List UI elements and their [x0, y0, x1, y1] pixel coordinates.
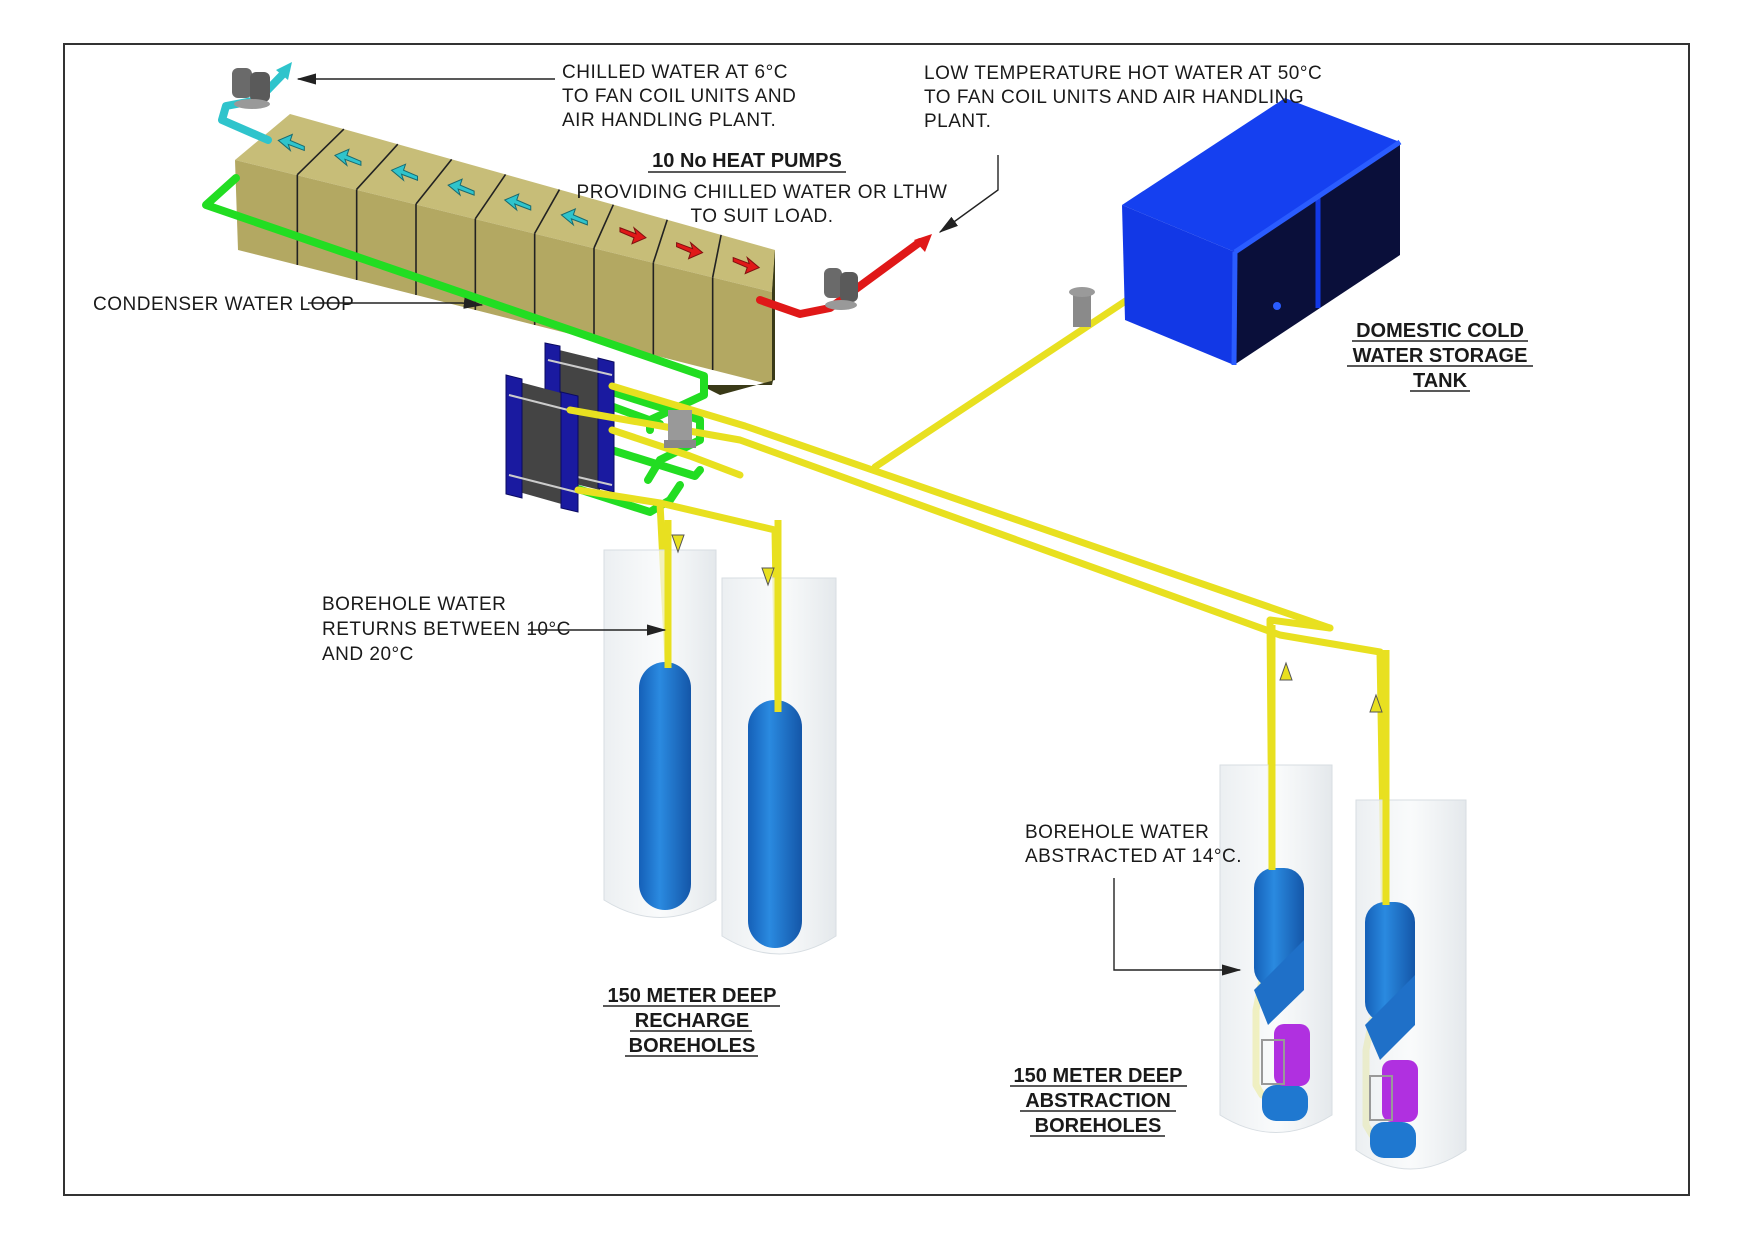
heat-pump-top	[235, 114, 775, 292]
drawing-frame	[63, 43, 1690, 1196]
chilled-water-note-line: TO FAN COIL UNITS AND	[562, 86, 796, 107]
recharge-drop-pipes	[664, 520, 782, 712]
chilled-flow-arrow-icon	[447, 178, 475, 197]
heat-pumps-title: 10 No HEAT PUMPS	[652, 150, 842, 172]
heat-pump-divider	[533, 189, 561, 234]
chilled-water-arrow-icon	[276, 62, 292, 80]
tank-title-line: TANK	[1413, 370, 1468, 392]
abstraction-title-line: ABSTRACTION	[1025, 1090, 1171, 1112]
condenser-water-loop-label: CONDENSER WATER LOOP	[93, 294, 354, 315]
flow-up-arrow-icon	[1279, 661, 1293, 681]
chilled-flow-arrow-icon	[333, 148, 362, 167]
abstraction-note-line: ABSTRACTED AT 14°C.	[1025, 846, 1242, 867]
hot-flow-arrow-icon	[619, 226, 647, 245]
abstraction-note: BOREHOLE WATER ABSTRACTED AT 14°C.	[1025, 822, 1242, 867]
chilled-water-note-line: CHILLED WATER AT 6°C	[562, 62, 788, 83]
recharge-title-line: 150 METER DEEP	[608, 985, 777, 1007]
recharge-note-line: BOREHOLE WATER	[322, 594, 506, 615]
lthw-pump	[824, 268, 858, 310]
hot-flow-arrow-icon	[732, 256, 761, 275]
recharge-note: BOREHOLE WATER RETURNS BETWEEN 10°C AND …	[322, 594, 571, 665]
abstraction-borehole-2	[1355, 799, 1467, 1170]
recharge-title-line: RECHARGE	[635, 1010, 749, 1032]
flow-down-arrow-icon	[761, 567, 775, 587]
recharge-title-line: BOREHOLES	[629, 1035, 756, 1057]
heat-pump-divider	[652, 219, 668, 263]
heat-pump-divider	[356, 143, 399, 190]
plate-heat-exchanger-2	[505, 374, 579, 513]
chilled-water-pump	[232, 68, 270, 109]
heat-pumps-desc-line: TO SUIT LOAD.	[690, 206, 833, 227]
lthw-arrow-icon	[914, 234, 932, 252]
heat-pump-divider	[711, 234, 722, 278]
gate-valve	[1069, 287, 1095, 327]
circulating-pump	[664, 410, 696, 448]
recharge-note-line: RETURNS BETWEEN 10°C	[322, 619, 571, 640]
chilled-flow-arrow-icon	[390, 163, 419, 182]
chilled-flow-arrow-icon	[277, 133, 305, 152]
tank-title-line: DOMESTIC COLD	[1356, 320, 1524, 342]
tank-label: DOMESTIC COLD WATER STORAGE TANK	[1347, 320, 1533, 392]
heat-pump-divider	[474, 173, 507, 220]
lthw-leader	[938, 155, 999, 233]
flow-up-arrow-icon	[1369, 693, 1383, 713]
heat-pumps-label: 10 No HEAT PUMPS PROVIDING CHILLED WATER…	[577, 150, 948, 227]
heat-pump-divider	[296, 128, 345, 176]
chilled-flow-arrow-icon	[503, 193, 532, 212]
abstraction-boreholes-label: 150 METER DEEP ABSTRACTION BOREHOLES	[1010, 1065, 1187, 1137]
lthw-note-line: TO FAN COIL UNITS AND AIR HANDLING	[924, 87, 1304, 108]
lthw-note: LOW TEMPERATURE HOT WATER AT 50°C TO FAN…	[924, 63, 1322, 132]
chilled-water-note: CHILLED WATER AT 6°C TO FAN COIL UNITS A…	[562, 62, 796, 131]
flow-down-arrow-icon	[671, 534, 685, 554]
heat-pump-front	[235, 160, 772, 385]
lthw-note-line: PLANT.	[924, 111, 991, 132]
abstraction-riser-pipes	[1268, 625, 1390, 905]
lthw-pipe	[756, 238, 924, 318]
abstraction-borehole-1	[1219, 764, 1333, 1133]
recharge-boreholes-label: 150 METER DEEP RECHARGE BOREHOLES	[603, 985, 780, 1057]
lthw-note-line: LOW TEMPERATURE HOT WATER AT 50°C	[924, 63, 1322, 84]
domestic-cold-water-tank	[1122, 98, 1402, 366]
abstraction-note-line: BOREHOLE WATER	[1025, 822, 1209, 843]
heat-pump-divider	[415, 158, 453, 205]
recharge-note-line: AND 20°C	[322, 644, 414, 665]
abstraction-leader	[1113, 878, 1242, 976]
tank-title-line: WATER STORAGE	[1353, 345, 1528, 367]
recharge-borehole-1	[603, 549, 717, 918]
recharge-borehole-2	[721, 577, 837, 955]
abstraction-title-line: 150 METER DEEP	[1014, 1065, 1183, 1087]
heat-pump-bank	[235, 114, 775, 395]
chilled-water-note-line: AIR HANDLING PLANT.	[562, 110, 776, 131]
abstraction-title-line: BOREHOLES	[1035, 1115, 1162, 1137]
hot-flow-arrow-icon	[676, 241, 704, 260]
heat-pump-divider	[593, 204, 615, 249]
heat-pumps-desc-line: PROVIDING CHILLED WATER OR LTHW	[577, 182, 948, 203]
chilled-flow-arrow-icon	[560, 207, 588, 227]
